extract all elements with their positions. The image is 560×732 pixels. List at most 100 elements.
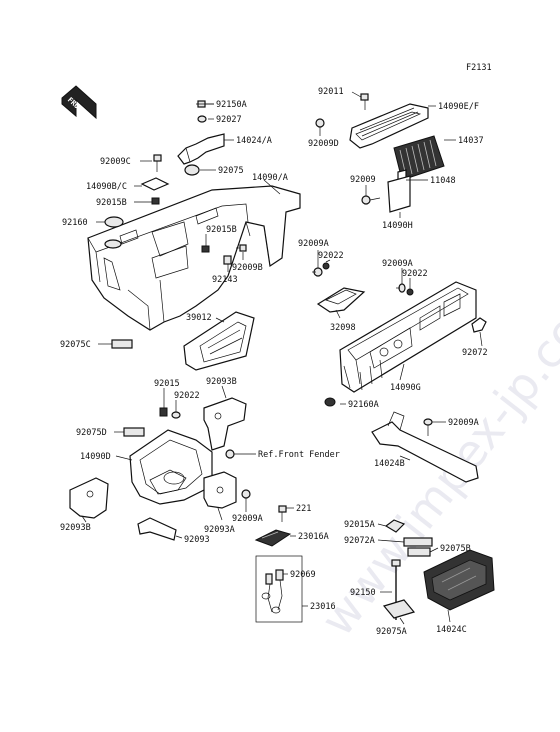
grommet-92075 [184, 164, 200, 176]
cover-14090ef [349, 103, 429, 149]
bolt-92009a-d [241, 489, 251, 508]
label-14037: 14037 [458, 136, 484, 146]
label-92009a-d: 92009A [232, 514, 263, 524]
washer-92027 [197, 115, 207, 123]
label-92072: 92072 [462, 348, 488, 358]
part-labels: 92150A 92027 14024/A 92075 92009C 14090B… [60, 87, 488, 637]
bolt-92009b [236, 244, 247, 252]
label-92075a: 92075A [376, 627, 407, 637]
bracket-14024b [371, 411, 479, 483]
label-14024c: 14024C [436, 625, 467, 635]
label-92075c: 92075C [60, 340, 91, 350]
bracket-92093b-a [203, 397, 247, 451]
washer-92022-c [171, 411, 181, 419]
label-92015a: 92015A [344, 520, 375, 530]
label-92009c: 92009C [100, 157, 131, 167]
label-92011: 92011 [318, 87, 344, 97]
bracket-92093a [203, 471, 237, 509]
label-92009d: 92009D [308, 139, 339, 149]
tray-14090d [129, 429, 213, 505]
label-92093b-b: 92093B [60, 523, 91, 533]
label-92072a: 92072A [344, 536, 375, 546]
bracket-92093b-b [69, 477, 109, 519]
label-92015: 92015 [154, 379, 180, 389]
label-92022-b: 92022 [402, 269, 428, 279]
pad-92075a [382, 599, 416, 619]
bolt-92009c [153, 154, 162, 172]
grommet-92160 [104, 216, 124, 228]
harness-23016 [261, 569, 284, 614]
washer-92009d [315, 118, 325, 128]
label-23016: 23016 [310, 602, 336, 612]
label-32098: 32098 [330, 323, 356, 333]
bracket-14090h [387, 175, 411, 213]
grommet-92160a [324, 397, 336, 407]
label-92075: 92075 [218, 166, 244, 176]
clip-92015a [384, 519, 406, 533]
label-14090bc: 14090B/C [86, 182, 127, 192]
label-92009a-b: 92009A [382, 259, 413, 269]
duct-39012 [183, 311, 255, 371]
leader-lines [81, 91, 483, 625]
label-92015b: 92015B [96, 198, 127, 208]
label-14090g: 14090G [390, 383, 421, 393]
bracket-92093 [137, 517, 177, 541]
figure-code: F2131 [466, 63, 492, 73]
nut-92015b-2 [201, 245, 210, 253]
bolt-92011 [360, 93, 369, 110]
label-92015b-2: 92015B [206, 225, 237, 235]
label-92093: 92093 [184, 535, 210, 545]
washer-92022-b [406, 288, 414, 296]
front-arrow-badge: FRONT [61, 85, 97, 120]
cover-14024c [423, 549, 495, 611]
cover-14090g [339, 281, 477, 393]
bracket-14024a [177, 133, 225, 165]
washer-92022-a [322, 262, 330, 270]
bolt-221 [278, 505, 287, 522]
harness-box [255, 555, 303, 623]
pad-92075d [123, 427, 145, 437]
label-92160a: 92160A [348, 400, 379, 410]
label-92009: 92009 [350, 175, 376, 185]
duct-32098 [316, 287, 366, 313]
ref-front-fender-bolt [225, 449, 256, 459]
nut-92015b [151, 197, 160, 205]
pad-92072a [403, 537, 433, 547]
pad-92075b [407, 547, 431, 557]
label-92022-a: 92022 [318, 251, 344, 261]
label-92075b: 92075B [440, 544, 471, 554]
label-39012: 39012 [186, 313, 212, 323]
collar-92143 [223, 255, 232, 265]
label-92143: 92143 [212, 275, 238, 285]
label-11048: 11048 [430, 176, 456, 186]
bolt-92009a-c [423, 418, 433, 436]
nut-92015 [159, 407, 168, 417]
clip-92072 [471, 317, 487, 333]
label-14090ef: 14090E/F [438, 102, 479, 112]
label-14024a: 14024/A [236, 136, 272, 146]
label-92022-c: 92022 [174, 391, 200, 401]
label-14090a: 14090/A [252, 173, 288, 183]
label-92027: 92027 [216, 115, 242, 125]
label-92160: 92160 [62, 218, 88, 228]
main-cover-14090a [87, 185, 301, 331]
switch-23016a [254, 529, 292, 547]
label-92069: 92069 [290, 570, 316, 580]
plate-14090bc [140, 177, 170, 191]
label-92093b-a: 92093B [206, 377, 237, 387]
bolt-92009 [361, 195, 381, 205]
label-221: 221 [296, 504, 311, 514]
label-14090d: 14090D [80, 452, 111, 462]
label-23016a: 23016A [298, 532, 329, 542]
bolt-92009a-b [396, 283, 406, 293]
ref-note: Ref.Front Fender [258, 450, 340, 460]
label-92009b: 92009B [232, 263, 263, 273]
pad-92075c [111, 339, 133, 349]
label-92150a: 92150A [216, 100, 247, 110]
label-92075d: 92075D [76, 428, 107, 438]
bolt-92009a-a [312, 267, 323, 277]
label-92150: 92150 [350, 588, 376, 598]
label-92093a: 92093A [204, 525, 235, 535]
label-92009a-c: 92009A [448, 418, 479, 428]
